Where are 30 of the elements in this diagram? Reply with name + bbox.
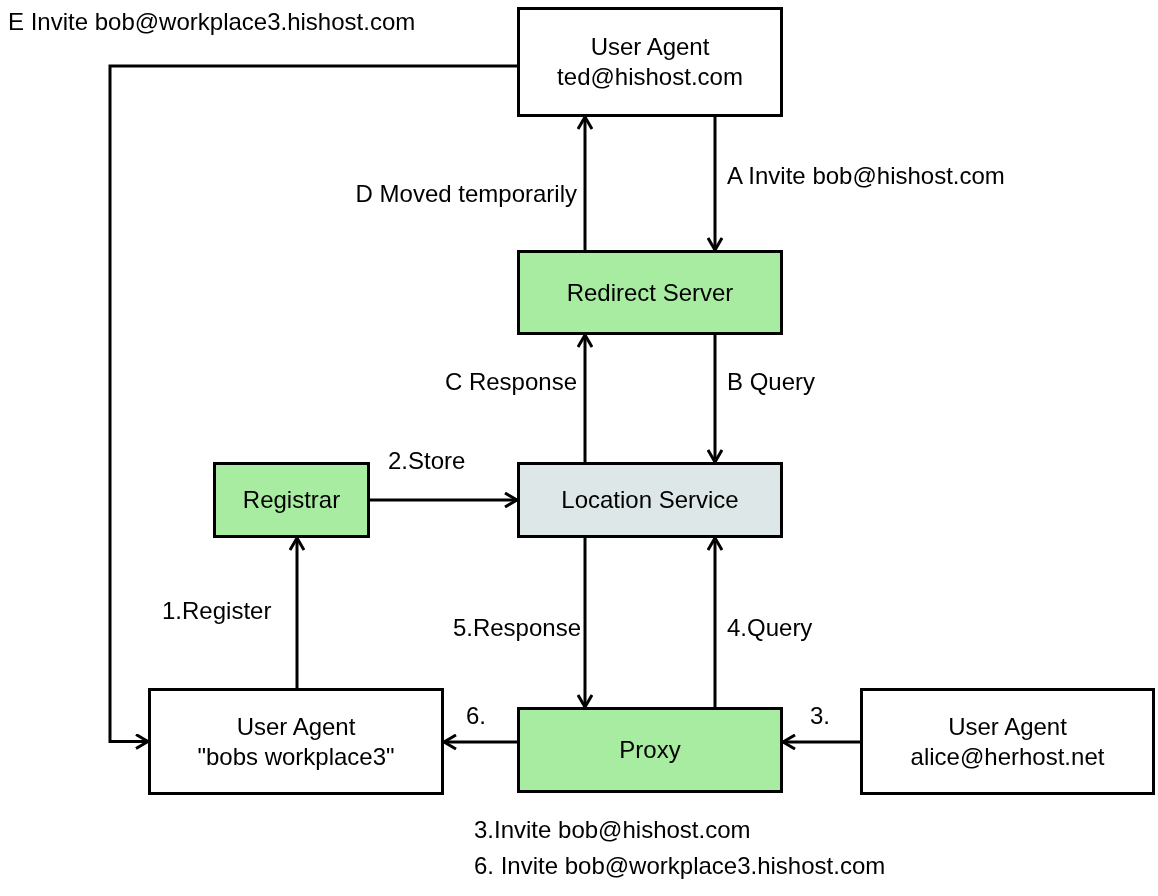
note-text: 3.Invite bob@hishost.com — [474, 816, 751, 844]
process-box — [860, 688, 1155, 795]
arrow — [442, 733, 517, 751]
arrow — [370, 491, 519, 509]
node-text: ted@hishost.com — [557, 62, 743, 92]
process-box — [517, 707, 783, 793]
arrow — [108, 64, 517, 750]
node-text: User Agent — [948, 711, 1067, 742]
node-text: Registrar — [242, 485, 341, 515]
arrow — [576, 333, 594, 462]
node-text: Location Service — [561, 485, 739, 515]
process-box — [148, 688, 444, 795]
note-text: 6. Invite bob@workplace3.hishost.com — [474, 852, 886, 880]
arrow — [576, 538, 594, 709]
arrow — [576, 115, 594, 250]
arrow — [781, 733, 860, 751]
node-text: "bobs workplace3" — [197, 741, 395, 772]
process-box — [517, 7, 783, 117]
node-text: User Agent — [236, 711, 356, 742]
process-box — [517, 462, 783, 538]
arrow — [706, 117, 724, 252]
node-text: alice@herhost.net — [910, 741, 1105, 772]
node-text: Proxy — [619, 735, 681, 765]
process-box — [517, 250, 783, 335]
node-text: User Agent — [590, 32, 710, 62]
arrow — [288, 536, 306, 688]
arrow — [706, 335, 724, 464]
node-text: Redirect Server — [566, 277, 734, 308]
process-box — [213, 462, 370, 538]
arrow — [706, 536, 724, 707]
